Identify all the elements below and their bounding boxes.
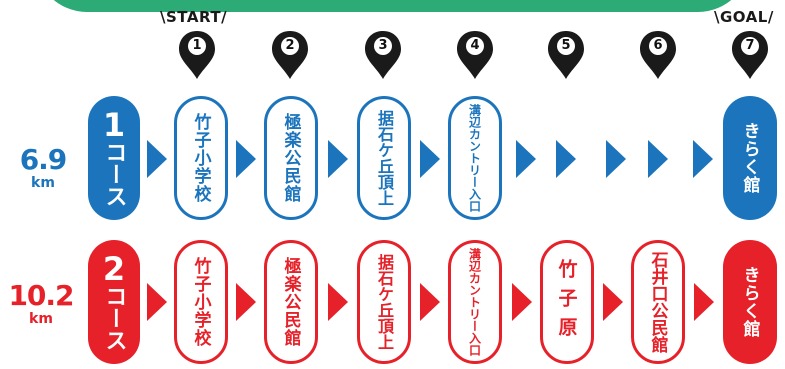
stop-number-3: 3 (374, 37, 392, 55)
course2-stop-1-label: 竹子小学校 (190, 257, 211, 347)
course1-stop-4-label: 溝辺カントリー入口 (467, 104, 482, 212)
stop-number-1: 1 (188, 37, 206, 55)
course2-stop-3-label: 据石ケ丘頂上 (375, 254, 394, 350)
course2-distance: 10.2 km (4, 279, 78, 327)
course1-stop-2-label: 極楽公民館 (280, 113, 301, 203)
course2-tab: 2 コース (88, 240, 140, 364)
course1-distance-unit: km (31, 175, 55, 191)
stop-number-4: 4 (466, 37, 484, 55)
map-pin-icon-5: 5 (547, 30, 585, 80)
course2-arrow-icon (147, 283, 167, 321)
course2-stop-5-label: 竹子原 (555, 258, 578, 346)
course2-stop-goal-label: きらく館 (739, 266, 760, 338)
course2-stop-1: 竹子小学校 (174, 240, 228, 364)
course1-arrow-icon (648, 140, 668, 178)
map-pin-icon-3: 3 (364, 30, 402, 80)
stop-number-2: 2 (281, 37, 299, 55)
course1-stop-goal-label: きらく館 (739, 122, 760, 194)
course2-arrow-icon (603, 283, 623, 321)
course1-arrow-icon (606, 140, 626, 178)
course1-arrow-icon (556, 140, 576, 178)
course1-stop-goal: きらく館 (723, 96, 777, 220)
course1-stop-4: 溝辺カントリー入口 (448, 96, 502, 220)
course2-label: コース (101, 285, 127, 351)
course1-distance: 6.9 km (8, 143, 78, 191)
course2-stop-4-label: 溝辺カントリー入口 (467, 248, 482, 356)
course2-stop-5: 竹子原 (540, 240, 594, 364)
course1-distance-value: 6.9 (19, 143, 68, 176)
course2-arrow-icon (328, 283, 348, 321)
map-pin-icon-2: 2 (271, 30, 309, 80)
course1-stop-1-label: 竹子小学校 (190, 113, 211, 203)
course1-arrow-icon (693, 140, 713, 178)
goal-label: \GOAL/ (714, 8, 774, 26)
course2-arrow-icon (694, 283, 714, 321)
course1-arrow-icon (147, 140, 167, 178)
start-label: \START/ (160, 8, 228, 26)
course2-stop-6-label: 石井口公民館 (647, 251, 668, 353)
course1-stop-3-label: 据石ケ丘頂上 (375, 110, 394, 206)
course2-stop-6: 石井口公民館 (631, 240, 685, 364)
course1-stop-3: 据石ケ丘頂上 (357, 96, 411, 220)
course1-tab: 1 コース (88, 96, 140, 220)
map-pin-icon-1: 1 (178, 30, 216, 80)
course2-arrow-icon (512, 283, 532, 321)
stop-number-6: 6 (649, 37, 667, 55)
course2-distance-unit: km (29, 311, 53, 327)
top-band-shape (35, 0, 750, 12)
stop-number-7: 7 (741, 37, 759, 55)
map-pin-icon-4: 4 (456, 30, 494, 80)
course2-stop-2: 極楽公民館 (264, 240, 318, 364)
course1-number: 1 (102, 106, 126, 144)
map-pin-icon-7: 7 (731, 30, 769, 80)
course2-arrow-icon (236, 283, 256, 321)
stop-number-5: 5 (557, 37, 575, 55)
course2-stop-3: 据石ケ丘頂上 (357, 240, 411, 364)
course1-arrow-icon (420, 140, 440, 178)
course1-arrow-icon (328, 140, 348, 178)
top-decorative-band (0, 0, 785, 14)
course2-number: 2 (102, 250, 126, 288)
course2-distance-value: 10.2 (8, 279, 74, 312)
course2-stop-4: 溝辺カントリー入口 (448, 240, 502, 364)
course1-label: コース (101, 141, 127, 207)
course2-stop-2-label: 極楽公民館 (280, 257, 301, 347)
course1-arrow-icon (516, 140, 536, 178)
map-pin-icon-6: 6 (639, 30, 677, 80)
course2-stop-goal: きらく館 (723, 240, 777, 364)
course1-stop-2: 極楽公民館 (264, 96, 318, 220)
course1-arrow-icon (236, 140, 256, 178)
course1-stop-1: 竹子小学校 (174, 96, 228, 220)
course2-arrow-icon (420, 283, 440, 321)
